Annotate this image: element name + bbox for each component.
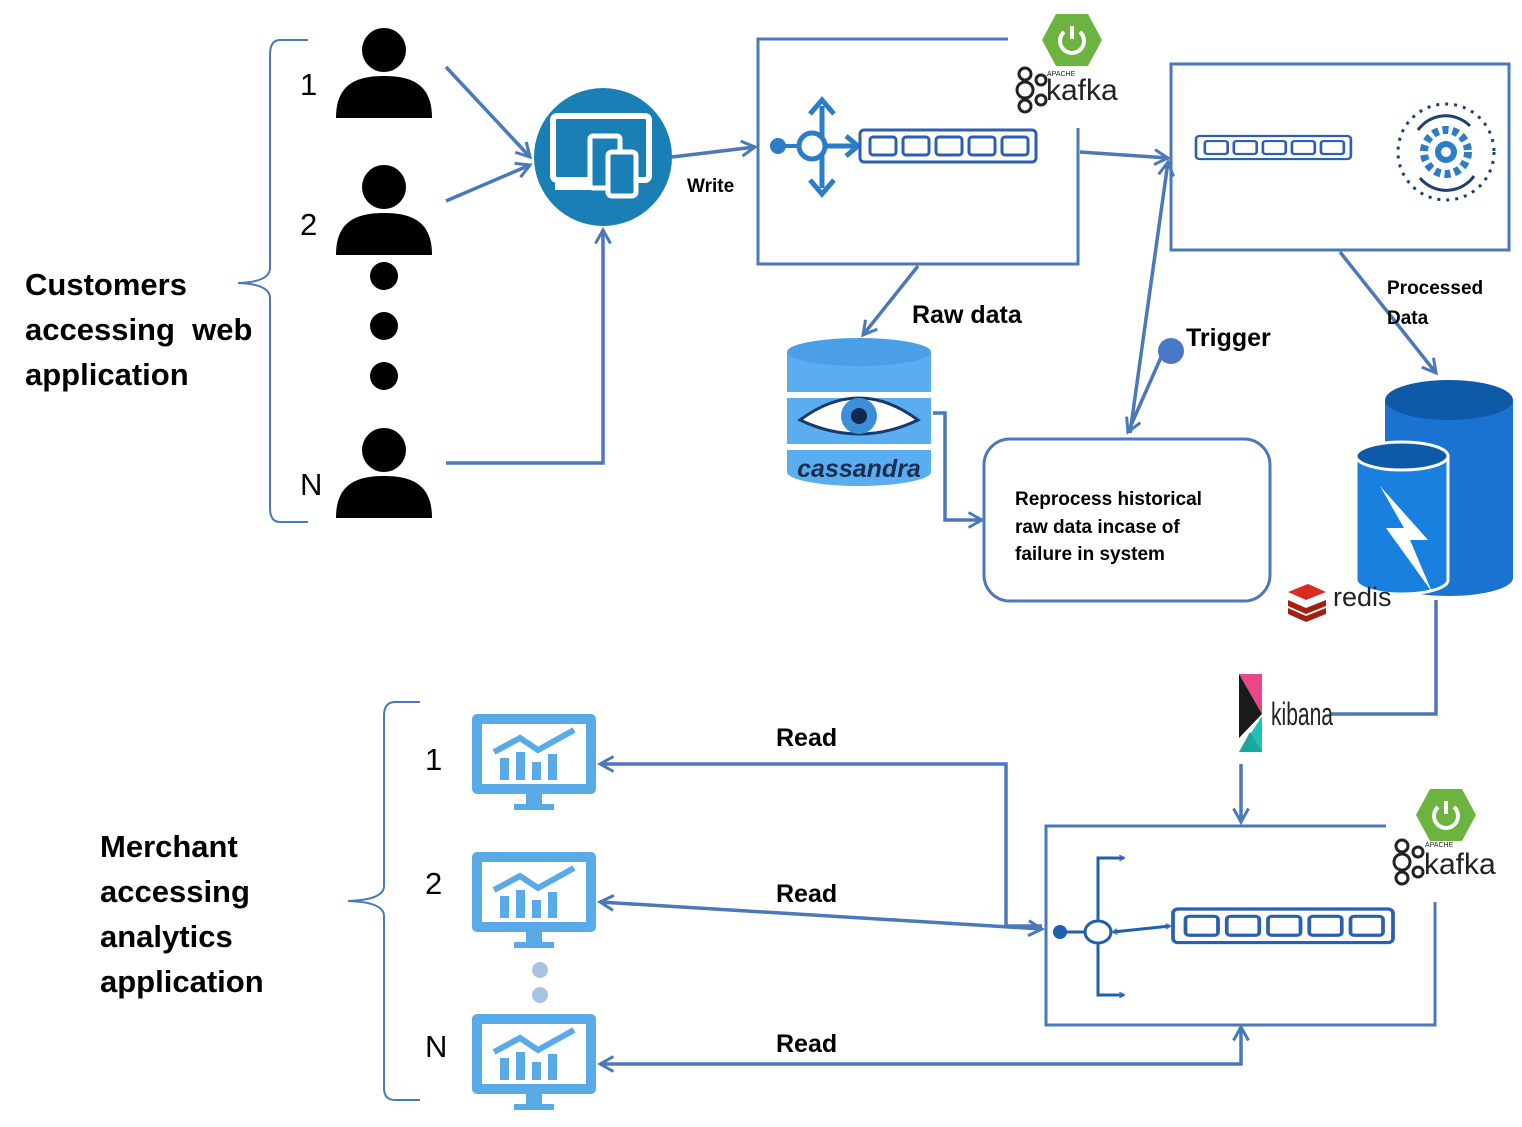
kafka-logo-word: kafka	[1424, 848, 1496, 881]
read-label-3: Read	[776, 1030, 837, 1058]
kafka-queue-icon	[858, 128, 1038, 164]
read-2-flow-arrow	[600, 902, 1042, 929]
raw-data-flow-arrow	[863, 264, 920, 335]
customers-label-line-3: application	[25, 357, 189, 392]
merchants-label-line-3: analytics	[100, 919, 233, 954]
kafka-router-icon	[1053, 858, 1170, 995]
trigger-label: Trigger	[1186, 324, 1271, 352]
customers-label-line-1: Customers	[25, 267, 187, 302]
customers-brace	[237, 39, 308, 523]
merchants-label-line-4: application	[100, 964, 264, 999]
customer-n-person-icon	[336, 428, 432, 518]
merchants-brace	[347, 701, 420, 1101]
ellipsis-dot-icon	[370, 312, 398, 340]
customer-number-1: 1	[300, 67, 317, 102]
multi-device-icon	[534, 88, 672, 226]
ellipsis-dot-icon	[370, 262, 398, 290]
cassandra-logo-word: cassandra	[797, 455, 921, 483]
kibana-logo-word: kibana	[1271, 696, 1333, 732]
customer-n-flow-arrow	[446, 230, 603, 465]
ellipsis-dot-icon	[532, 962, 548, 978]
spring-boot-logo-icon	[1040, 12, 1104, 68]
merchant-number-n: N	[425, 1029, 447, 1064]
write-label: Write	[687, 176, 734, 197]
merchant-2-analytics-monitor-icon	[472, 852, 596, 948]
customers-label-line-2: accessing web	[25, 312, 252, 347]
reprocess-text-line-2: raw data incase of	[1015, 517, 1180, 538]
merchants-label-line-1: Merchant	[100, 829, 238, 864]
redis-logo-word: redis	[1333, 582, 1392, 612]
merchant-number-2: 2	[425, 866, 442, 901]
customer-number-n: N	[300, 467, 322, 502]
redis-cache-icon: redis	[1288, 380, 1513, 622]
processed-data-label-line-1: Processed	[1387, 278, 1483, 299]
kafka-logo-apache: APACHE	[1047, 71, 1076, 78]
processed-data-label-line-2: Data	[1387, 308, 1429, 329]
kafka-serving-box: APACHE kafka	[1044, 787, 1496, 1027]
trigger-flow-arrow	[1128, 354, 1164, 432]
merchants-group: Merchant accessing analytics application…	[100, 701, 596, 1110]
cassandra-to-reprocess-arrow	[933, 411, 982, 520]
merchant-n-analytics-monitor-icon	[472, 1014, 596, 1110]
processor-queue-icon	[1194, 134, 1353, 161]
customer-1-person-icon	[336, 28, 432, 118]
merchant-number-1: 1	[425, 742, 442, 777]
reprocess-text-line-3: failure in system	[1015, 544, 1165, 565]
customer-number-2: 2	[300, 207, 317, 242]
kafka-router-icon	[770, 96, 862, 198]
processed-data-flow-arrow	[1338, 250, 1436, 373]
write-flow-arrow	[671, 147, 755, 159]
kafka-logo-word: kafka	[1046, 74, 1118, 107]
cassandra-database-icon: cassandra	[787, 338, 931, 486]
raw-data-label: Raw data	[912, 301, 1023, 329]
merchants-label-line-2: accessing	[100, 874, 250, 909]
customer-2-flow-arrow	[445, 165, 530, 203]
read-n-flow-arrow	[600, 1027, 1241, 1064]
reprocess-to-processor-arrow	[1128, 162, 1168, 434]
customer-1-flow-arrow	[444, 65, 530, 157]
kafka-queue-icon	[1171, 907, 1395, 945]
kibana-logo: kibana	[1239, 674, 1333, 752]
redis-logo: redis	[1288, 582, 1392, 622]
processing-gear-icon	[1396, 102, 1496, 202]
read-label-1: Read	[776, 724, 837, 752]
kafka-to-processor-arrow	[1079, 152, 1168, 158]
ellipsis-dot-icon	[532, 987, 548, 1003]
kafka-logo-apache: APACHE	[1425, 842, 1454, 849]
reprocess-box: Reprocess historical raw data incase of …	[982, 437, 1272, 603]
customer-2-person-icon	[336, 165, 432, 255]
ellipsis-dot-icon	[370, 362, 398, 390]
merchant-1-analytics-monitor-icon	[472, 714, 596, 810]
trigger-dot-icon	[1158, 338, 1184, 364]
kafka-ingest-box: APACHE kafka	[756, 12, 1118, 266]
customers-group: Customers accessing web application 1 2 …	[25, 28, 432, 523]
reprocess-text-line-1: Reprocess historical	[1015, 489, 1202, 510]
read-label-2: Read	[776, 880, 837, 908]
spring-boot-logo-icon	[1414, 787, 1478, 843]
stream-processor-box	[1169, 62, 1511, 252]
redis-to-kibana-line	[1330, 600, 1438, 716]
